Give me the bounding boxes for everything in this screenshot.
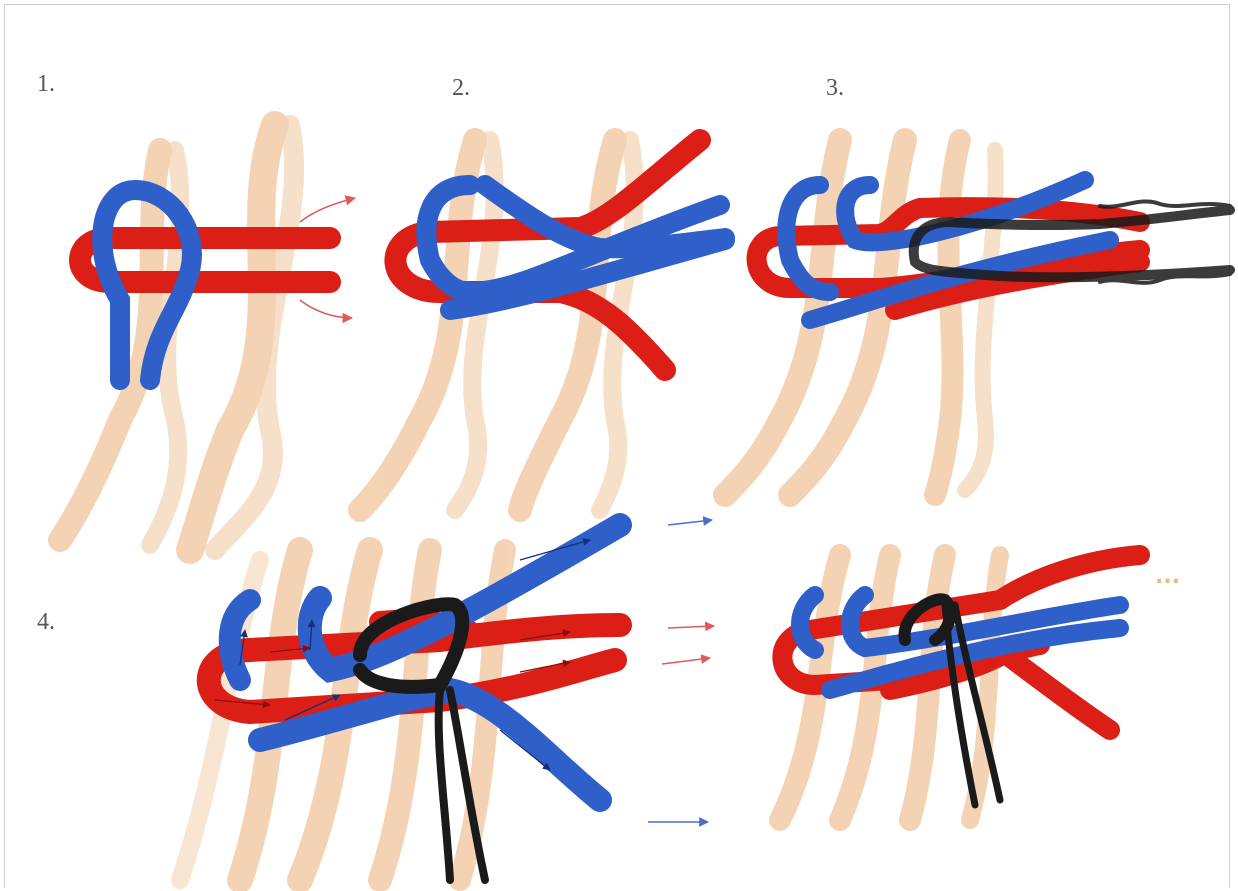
step-3-figure xyxy=(725,140,1230,495)
step-4-result-figure: ... xyxy=(780,555,1180,820)
transition-arrows xyxy=(648,520,714,822)
step-4-figure xyxy=(180,525,620,880)
step-2-figure xyxy=(360,140,725,510)
step-1-figure xyxy=(60,125,355,550)
direction-arrows xyxy=(300,198,355,318)
warp-threads xyxy=(60,125,294,550)
continuation-dots: ... xyxy=(1155,564,1180,589)
